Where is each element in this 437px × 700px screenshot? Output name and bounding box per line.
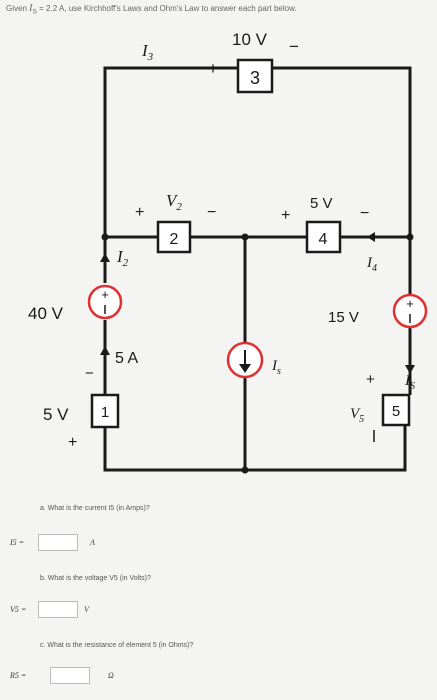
element-2-box — [156, 220, 192, 254]
problem-header: Given IS = 2.2 A, use Kirchhoff's Laws a… — [6, 3, 297, 16]
v5-label: 5 V — [310, 195, 333, 212]
source-15v-circle — [392, 293, 428, 329]
element-1-label: 1 — [101, 404, 109, 421]
v5b-plus: + — [68, 434, 77, 451]
v15-label: 15 V — [328, 309, 359, 326]
vs-plus: + — [366, 371, 375, 388]
junction-left — [101, 233, 109, 241]
i3-label: I3 — [141, 41, 154, 63]
answer-c-unit: Ω — [108, 671, 114, 680]
junction-right — [406, 233, 414, 241]
element-5-label: 5 — [392, 403, 400, 420]
current-source-arrow-head — [239, 364, 251, 373]
wires — [103, 66, 412, 472]
is-right-label: IS — [404, 373, 415, 392]
junction-bottom — [241, 466, 249, 474]
wire-bottom — [103, 410, 407, 472]
v2-plus: + — [135, 204, 144, 221]
given-rest: = 2.2 A, use Kirchhoff's Laws and Ohm's … — [36, 4, 297, 13]
element-2-label: 2 — [170, 231, 179, 248]
source-15v-plus: + — [406, 296, 414, 311]
given-var: I — [29, 3, 33, 14]
element-3-label: 3 — [250, 68, 260, 88]
answer-a-var: I5 = — [10, 538, 25, 547]
i2-arrow-icon — [100, 253, 110, 262]
element-4-label: 4 — [319, 231, 328, 248]
wire-top-left — [103, 66, 238, 88]
v5-minus: − — [360, 205, 369, 222]
i4-arrow-icon — [367, 232, 375, 242]
is-right-arrow-icon — [405, 365, 415, 374]
i2-label: I2 — [116, 247, 129, 269]
source-40v-circle — [87, 284, 123, 320]
is-label: Is — [271, 358, 281, 377]
given-sub: S — [32, 8, 37, 16]
answer-c-var: R5 = — [10, 671, 27, 680]
answer-a-input[interactable] — [38, 534, 78, 551]
element-3-box — [236, 58, 274, 94]
a5-label: 5 A — [115, 350, 138, 367]
wire-top-right — [272, 66, 412, 295]
question-a: a. What is the current I5 (in Amps)? — [40, 505, 150, 512]
v10-minus: − — [289, 37, 299, 56]
given-prefix: Given — [6, 4, 30, 13]
vs-label: V5 — [350, 406, 364, 425]
a5-arrow-icon — [100, 346, 110, 355]
answer-b-input[interactable] — [38, 601, 78, 618]
element-5-box — [381, 393, 411, 427]
element-4-box — [305, 220, 342, 254]
question-b: b. What is the voltage V5 (in Volts)? — [40, 575, 151, 582]
a5-minus: − — [85, 365, 94, 382]
answer-b-var: V5 = — [10, 605, 27, 614]
junction-center — [241, 233, 249, 241]
v10-plus: + — [208, 59, 218, 78]
answer-c-input[interactable] — [50, 667, 90, 684]
source-40v-plus: + — [101, 287, 109, 302]
v2-minus: − — [207, 204, 216, 221]
v5-plus: + — [281, 207, 290, 224]
i4-label: I4 — [366, 255, 377, 274]
question-c: c. What is the resistance of element 5 (… — [40, 642, 194, 649]
answer-a-unit: A — [90, 538, 95, 547]
v40-label: 40 V — [28, 304, 64, 323]
v2-label: V2 — [166, 191, 182, 213]
element-1-box — [90, 393, 120, 429]
answer-b-unit: V — [84, 605, 89, 614]
v5b-label: 5 V — [43, 405, 69, 424]
v10-label: 10 V — [232, 30, 268, 49]
